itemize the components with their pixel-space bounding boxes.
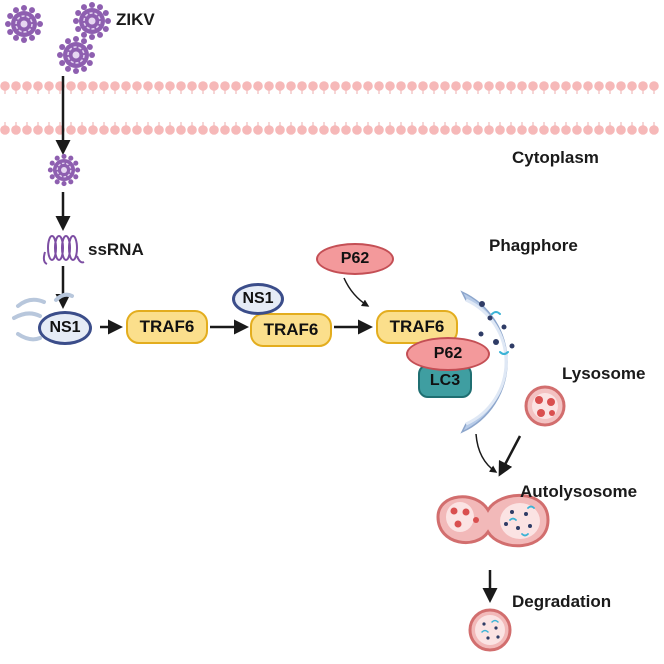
degradation-vesicle-icon: [468, 608, 512, 652]
arrows: [55, 76, 522, 603]
ns1-node: NS1: [38, 311, 92, 345]
er-membrane-icon: [12, 292, 74, 342]
autolysosome-icon: [436, 493, 550, 548]
arrow-lysosome-fusion: [498, 435, 522, 477]
zikv-virus-icon: [57, 36, 95, 74]
arrow-phagophore-fusion: [475, 433, 498, 473]
ns1-node-bound: NS1: [232, 283, 284, 315]
plasma-membrane: [0, 81, 659, 135]
zikv-label: ZIKV: [116, 10, 155, 29]
lysosome-label: Lysosome: [562, 364, 646, 383]
autolysosome-label: Autolysosome: [520, 482, 638, 501]
arrow-p62-recruit: [343, 277, 370, 307]
lysosome-icon: [524, 385, 566, 427]
zikv-virus-icon: [47, 153, 81, 187]
phagophore-icon: [460, 290, 515, 434]
p62-node: P62: [316, 243, 394, 275]
ssrna-label: ssRNA: [88, 240, 144, 259]
p62-node-bound: P62: [406, 337, 490, 371]
zikv-virus-icon: [73, 2, 111, 40]
degradation-label: Degradation: [512, 592, 612, 611]
zikv-virus-icon: [5, 5, 43, 43]
cargo-particles: [478, 301, 515, 355]
ssrna-icon: [42, 235, 85, 265]
phagophore-label: Phagphore: [489, 236, 578, 255]
traf6-node: TRAF6: [126, 310, 208, 344]
traf6-node-bound: TRAF6: [250, 313, 332, 347]
traf6-node-complex: TRAF6: [376, 310, 458, 344]
cytoplasm-label: Cytoplasm: [512, 148, 599, 167]
